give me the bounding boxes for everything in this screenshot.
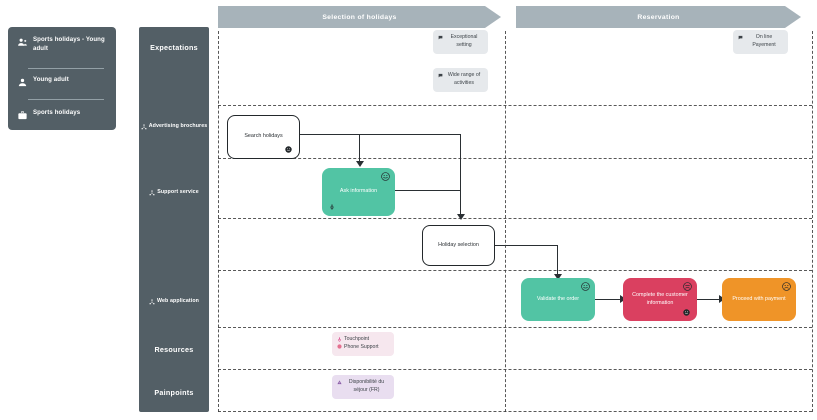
connector-search-to-ask	[300, 134, 461, 136]
painpoint-icon	[337, 379, 342, 385]
channel-icon	[149, 298, 155, 305]
lane-label-web-application: Web application	[139, 298, 209, 305]
phone-dot-icon	[337, 344, 342, 349]
connector-arrow-holiday-selection	[456, 214, 465, 220]
connector-ask-to-holiday	[394, 190, 461, 192]
note-touchpoint-phone-support[interactable]: Touchpoint Phone Support	[332, 332, 394, 356]
quote-icon	[438, 35, 443, 40]
persona-scenario-label: Sports holidays	[33, 109, 81, 116]
phase-header-selection-of-holidays: Selection of holidays	[218, 6, 501, 28]
step-label: Complete the customer information	[632, 291, 688, 306]
lane-label-advertising-brochures: Advertising brochures	[139, 123, 209, 130]
step-label: Ask information	[339, 188, 378, 195]
persona-row-title: Sports holidays - Young adult	[8, 36, 116, 54]
lane-label-support-service: Support service	[139, 189, 209, 196]
note-disponibilite-du-sejour[interactable]: Disponibilité du séjour (FR)	[332, 375, 394, 399]
note-text: On line Payement	[752, 34, 776, 48]
step-label: Validate the order	[536, 295, 580, 302]
step-label: Proceed with payment	[732, 295, 786, 302]
quote-icon	[738, 35, 743, 40]
lane-label-column: Expectations Advertising brochures Suppo…	[139, 27, 209, 412]
note-text: Exceptional setting	[450, 34, 478, 48]
lane-divider-1	[218, 105, 812, 106]
lane-label-text: Support service	[157, 189, 199, 195]
note-text: Disponibilité du séjour (FR)	[348, 379, 385, 393]
emotion-neutral-icon	[683, 309, 690, 316]
persona-group-icon	[16, 37, 29, 48]
connector-arrow-validate-order	[553, 274, 562, 280]
connector-validate-down	[557, 245, 559, 278]
lane-divider-3	[218, 218, 812, 219]
channel-icon	[141, 123, 147, 130]
connector-search-down	[359, 134, 361, 164]
connector-arrow-ask-information	[355, 161, 364, 167]
lane-label-painpoints: Painpoints	[154, 388, 194, 397]
note-exceptional-setting[interactable]: Exceptional setting	[433, 30, 488, 54]
persona-divider-1	[28, 68, 104, 69]
persona-divider-2	[28, 99, 104, 100]
connector-holiday-down	[460, 134, 462, 218]
step-label: Holiday selection	[438, 241, 479, 248]
quote-icon	[438, 73, 443, 78]
step-proceed-with-payment[interactable]: Proceed with payment	[722, 278, 796, 321]
step-validate-the-order[interactable]: Validate the order	[521, 278, 595, 321]
emotion-happy-icon	[581, 282, 590, 291]
emotion-happy-icon	[381, 172, 390, 181]
note-text: Phone Support	[344, 343, 379, 350]
persona-title-label: Sports holidays - Young adult	[33, 36, 105, 52]
step-complete-the-customer-information[interactable]: Complete the customer information	[623, 278, 697, 321]
channel-icon	[149, 189, 155, 196]
persona-card: Sports holidays - Young adult Young adul…	[8, 27, 116, 130]
touchpoint-icon	[329, 204, 335, 210]
phase-divider-right	[812, 31, 813, 412]
persona-row-segment: Young adult	[8, 76, 116, 88]
note-wide-range-of-activities[interactable]: Wide range of activities	[433, 68, 488, 92]
persona-row-scenario: Sports holidays	[8, 109, 116, 121]
note-text: Touchpoint	[344, 336, 370, 342]
phase-header-reservation: Reservation	[516, 6, 801, 28]
lane-label-text: Web application	[156, 298, 199, 304]
lane-divider-2	[218, 158, 812, 159]
lane-divider-6	[218, 369, 812, 370]
emotion-unhappy-icon	[782, 282, 791, 291]
phase-divider-middle	[505, 31, 506, 412]
step-search-holidays[interactable]: Search holidays	[227, 115, 300, 159]
persona-segment-label: Young adult	[33, 76, 69, 83]
connector-complete-to-payment	[696, 299, 722, 301]
emotion-neutral-icon	[285, 146, 292, 153]
phase-label: Reservation	[637, 13, 680, 21]
touchpoint-icon	[337, 336, 342, 342]
lane-label-text: Advertising brochures	[148, 123, 208, 129]
phase-divider-left	[218, 31, 219, 412]
step-ask-information[interactable]: Ask information	[322, 168, 395, 216]
suitcase-icon	[16, 110, 29, 121]
step-holiday-selection[interactable]: Holiday selection	[422, 225, 495, 266]
lane-divider-4	[218, 270, 812, 271]
emotion-sad-icon	[683, 282, 692, 291]
note-online-payement[interactable]: On line Payement	[733, 30, 788, 54]
lane-divider-7	[218, 411, 812, 412]
connector-holiday-to-validate	[495, 245, 558, 247]
note-text: Wide range of activities	[447, 72, 481, 86]
lane-label-expectations: Expectations	[150, 43, 198, 52]
phase-label: Selection of holidays	[322, 13, 397, 21]
user-icon	[16, 77, 29, 88]
lane-label-resources: Resources	[154, 345, 194, 354]
connector-validate-to-complete	[595, 299, 623, 301]
step-label: Search holidays	[244, 133, 283, 140]
lane-divider-5	[218, 327, 812, 328]
